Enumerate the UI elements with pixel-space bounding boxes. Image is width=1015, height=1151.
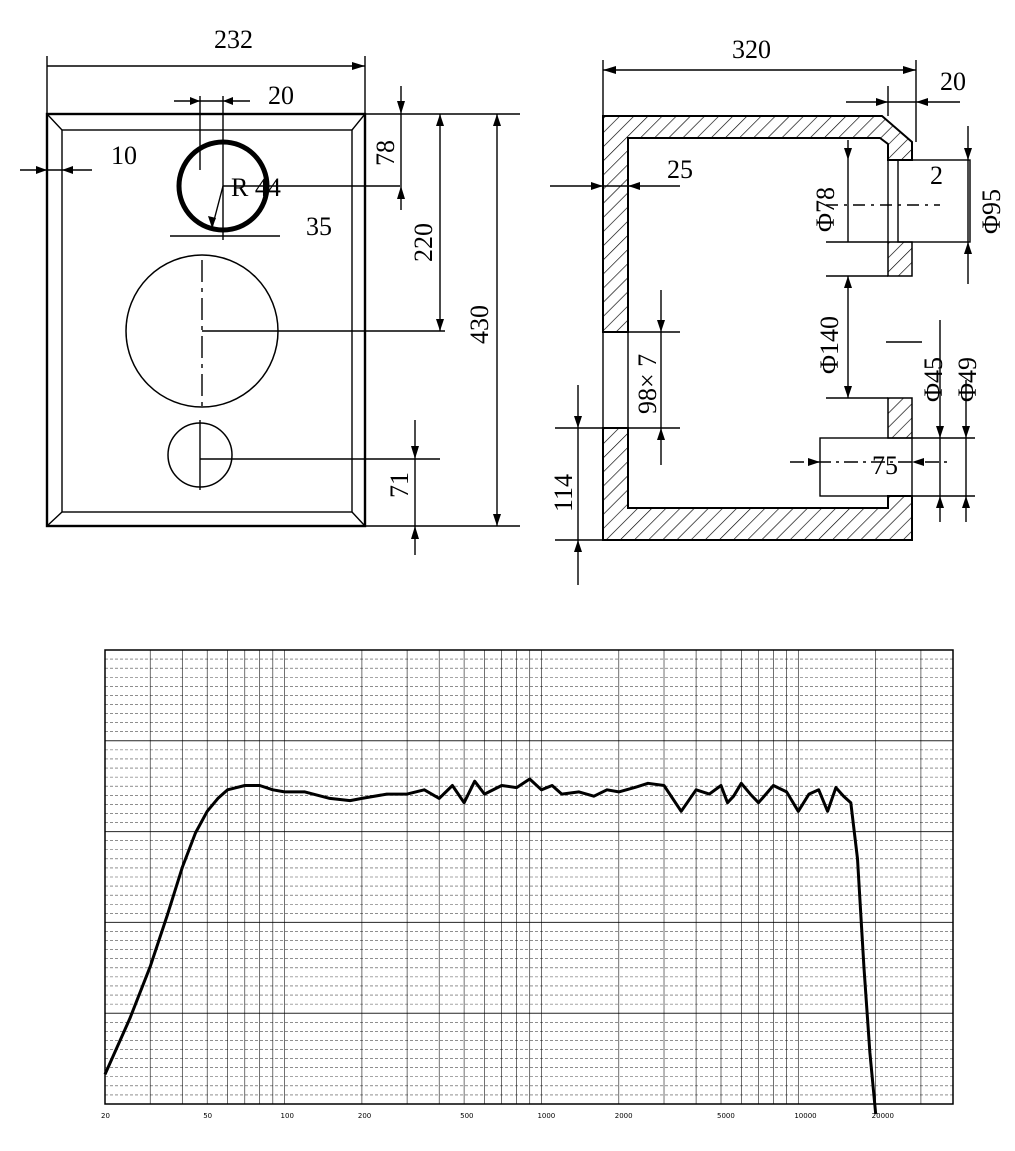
dim-woofer-height: 220 [409,223,438,262]
x-tick-label-6: 2000 [615,1112,633,1120]
dim-d95: Φ95 [977,189,1006,234]
chart-tick-labels: 20 50 100 200 500 1000 2000 5000 10000 20000 [101,1112,894,1120]
dim-depth: 320 [732,35,771,64]
dim-tweeter-top: 78 [371,140,400,166]
front-panel-outer [45,112,367,528]
side-wall-hatch [602,115,913,333]
dim-port-height: 71 [385,472,414,498]
x-tick-label-5: 1000 [537,1112,555,1120]
chart-horizontal-grid [105,658,953,1096]
x-tick-label-8: 10000 [794,1112,816,1120]
dim-wall-thickness: 25 [667,155,693,184]
front-view: 232 20 10 R 44 35 78 220 430 71 [20,25,520,555]
dim-side-margin: 10 [111,141,137,170]
dim-tweeter-radius: R 44 [231,173,281,202]
dim-port-length: 75 [872,451,898,480]
dim-front-thickness: 20 [940,67,966,96]
dim-d78: Φ78 [811,187,840,232]
dim-step: 2 [930,161,943,190]
dim-d45: Φ45 [919,357,948,402]
dim-bottom-height: 114 [549,474,578,512]
dim-width: 232 [214,25,253,54]
frequency-response-chart: 20 50 100 200 500 1000 2000 5000 10000 20000 [101,649,954,1120]
x-tick-label-1: 50 [203,1112,212,1120]
x-tick-label-3: 200 [358,1112,371,1120]
dim-d140: Φ140 [815,316,844,374]
dim-total-height: 430 [465,305,494,344]
x-tick-label-7: 5000 [717,1112,735,1120]
x-tick-label-9: 20000 [872,1112,894,1120]
dim-d49: Φ49 [953,357,982,402]
side-view: 320 20 25 2 Φ78 Φ95 Φ140 Φ45 Φ49 98× 7 7… [549,35,1006,585]
x-tick-label-0: 20 [101,1112,110,1120]
x-tick-label-2: 100 [281,1112,294,1120]
dim-tweeter-width: 35 [306,212,332,241]
front-panel-inner [61,129,353,513]
dim-brace: 98× 7 [633,354,662,414]
dim-tweeter-offset: 20 [268,81,294,110]
x-tick-label-4: 500 [460,1112,473,1120]
response-curve [103,777,878,1115]
